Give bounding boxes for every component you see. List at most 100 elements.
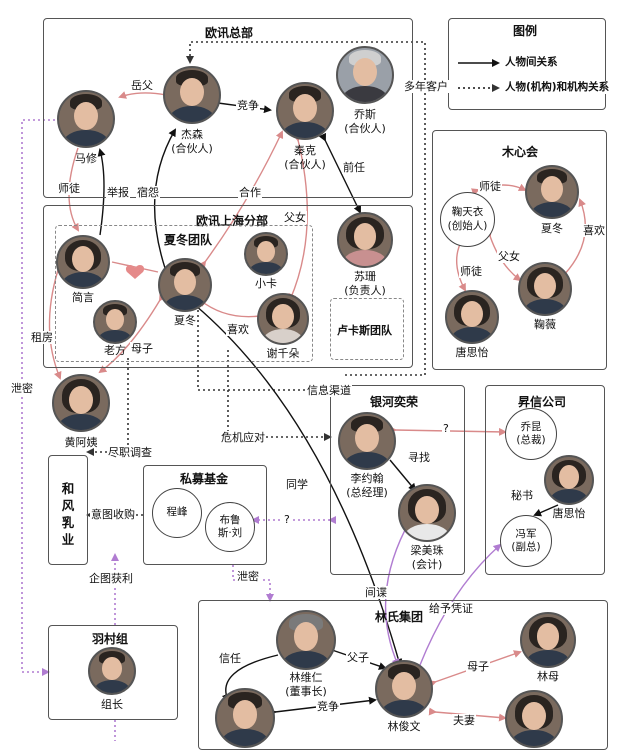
avatar-qiaosi — [336, 46, 394, 104]
rel-yuefu: 岳父 — [130, 79, 154, 93]
label-qiaosi: 乔斯(合伙人) — [344, 108, 386, 136]
group-linshi-title: 林氏集团 — [375, 610, 424, 624]
rel-hezuo: 合作 — [238, 186, 262, 200]
label-xiaoka: 小卡 — [255, 277, 277, 290]
node-qiaokun: 乔昆(总裁) — [505, 408, 557, 460]
label-jianyan: 简言 — [72, 291, 94, 304]
rel-mishu: 秘书 — [510, 489, 534, 503]
avatar-linjunwen — [375, 660, 433, 718]
rel-q2: ? — [283, 513, 291, 527]
rel-weiji: 危机应对 — [220, 431, 266, 445]
avatar-tangsiyi-2 — [544, 455, 594, 505]
rel-muzi1: 母子 — [130, 342, 154, 356]
label-qinke: 秦克(合伙人) — [284, 144, 326, 172]
group-hq-title: 欧讯总部 — [205, 26, 254, 40]
line-q1 — [388, 425, 507, 436]
rel-suyuan: 宿怨 — [136, 186, 160, 200]
avatar-jiesen — [163, 66, 221, 124]
rel-yitu: 意图收购 — [90, 508, 136, 522]
label-laofang: 老方 — [104, 344, 126, 357]
box-yucun — [48, 625, 178, 720]
box-hefeng — [48, 455, 88, 565]
label-maxiu: 马修 — [75, 152, 97, 165]
label-tangsiyi: 唐思怡 — [455, 346, 489, 359]
avatar-linmu — [520, 612, 576, 668]
box-hq — [43, 18, 413, 198]
label-jiesen: 杰森(合伙人) — [171, 128, 213, 156]
avatar-zuzhang — [88, 647, 136, 695]
label-xiadong: 夏冬 — [174, 314, 196, 327]
heart-icon — [125, 265, 145, 279]
group-lucas-title: 卢卡斯团队 — [337, 324, 392, 337]
rel-duonian: 多年客户 — [403, 80, 449, 94]
line-xiemi1 — [21, 119, 55, 676]
avatar-sushan — [337, 212, 393, 268]
rel-xiemi1: 泄密 — [10, 382, 34, 396]
avatar-linshi-wife — [505, 690, 563, 748]
rel-qianren: 前任 — [342, 161, 366, 175]
node-buluasi: 布鲁斯·刘 — [205, 502, 255, 552]
line-jubao — [97, 148, 106, 236]
rel-jinzhi: 尽职调查 — [107, 446, 153, 460]
box-muxin — [432, 130, 607, 370]
avatar-qinke — [276, 82, 334, 140]
rel-q1: ? — [442, 422, 450, 436]
line-mishu — [533, 504, 559, 517]
rel-muzi2: 母子 — [466, 660, 490, 674]
rel-jingzheng: 竞争 — [236, 99, 260, 113]
label-linmu: 林母 — [537, 670, 559, 683]
group-yucun-title: 羽村组 — [92, 632, 129, 646]
box-xiadong-team — [55, 225, 313, 362]
rel-fuqi: 夫妻 — [452, 714, 476, 728]
rel-funv2: 父女 — [497, 250, 521, 264]
avatar-laofang — [93, 300, 137, 344]
node-chengfeng: 程峰 — [152, 488, 202, 538]
group-fund-title: 私募基金 — [180, 472, 229, 486]
group-shengxin-title: 昇信公司 — [518, 395, 567, 409]
label-sushan: 苏珊(负责人) — [344, 270, 386, 298]
box-yinhe — [330, 385, 465, 575]
avatar-xiaoka — [244, 232, 288, 276]
group-sh-title: 欧讯上海分部 — [196, 214, 269, 228]
rel-xinxi: 信息渠道 — [306, 384, 352, 398]
box-shengxin — [485, 385, 605, 575]
avatar-maxiu — [57, 90, 115, 148]
rel-fuzi: 父子 — [346, 651, 370, 665]
avatar-juwei — [518, 262, 572, 316]
rel-shitu2: 师徒 — [478, 180, 502, 194]
avatar-liangmeizhu — [398, 484, 456, 542]
line-jiyu — [419, 543, 502, 666]
group-yinhe-title: 银河奕荣 — [370, 395, 419, 409]
avatar-xiadong — [158, 258, 212, 312]
label-tangsiyi-2: 唐思怡 — [552, 507, 586, 520]
label-liyuehan: 李约翰(总经理) — [346, 472, 388, 500]
line-funv — [288, 133, 308, 302]
rel-xunzhao: 寻找 — [407, 451, 431, 465]
label-zuzhang: 组长 — [101, 698, 123, 711]
rel-qitu: 企图获利 — [88, 572, 134, 586]
line-jinzhi — [86, 358, 129, 456]
rel-jiandie: 间谍 — [364, 586, 388, 600]
line-heart — [111, 261, 159, 273]
avatar-jianyan — [56, 235, 110, 289]
box-sh-branch — [43, 205, 413, 368]
label-juwei: 鞠薇 — [534, 318, 556, 331]
rel-jingzheng2: 竞争 — [316, 700, 340, 714]
node-jutianyi: 鞠天衣(创始人) — [440, 192, 495, 247]
legend-title: 图例 — [513, 24, 538, 38]
avatar-huangayi — [52, 374, 110, 432]
label-xieqianduo: 谢千朵 — [266, 347, 300, 360]
rel-tongxue: 同学 — [285, 478, 309, 492]
rel-zufang: 租房 — [30, 331, 54, 345]
avatar-linweiren — [276, 610, 336, 670]
line-tongxue — [187, 298, 403, 667]
group-xiadong-title: 夏冬团队 — [164, 233, 213, 247]
group-hefeng-title: 和风乳业 — [61, 481, 75, 547]
group-muxin-title: 木心会 — [502, 145, 539, 159]
line-qianren — [318, 132, 361, 214]
rel-xiemi2: 泄密 — [236, 570, 260, 584]
label-linjunwen: 林俊文 — [387, 720, 421, 733]
legend-org-rel: 人物(机构)和机构关系 — [504, 81, 611, 94]
rel-xihuan1: 喜欢 — [226, 323, 250, 337]
